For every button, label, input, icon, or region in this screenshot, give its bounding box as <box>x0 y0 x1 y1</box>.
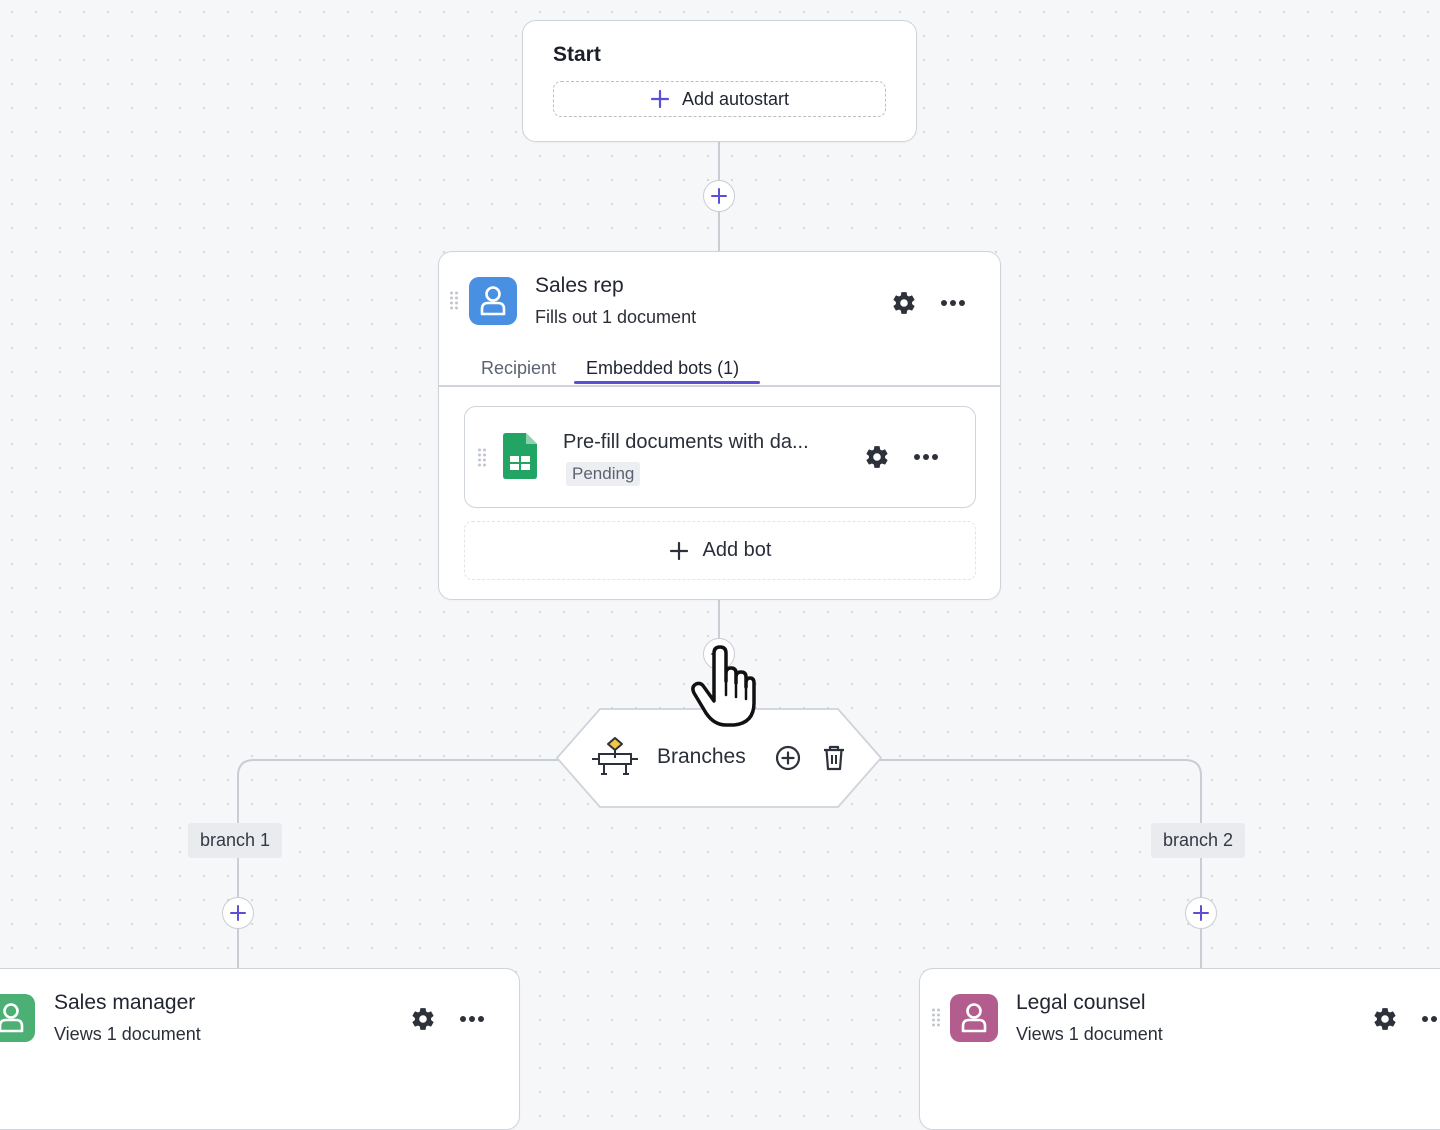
recipient-name: Sales manager <box>54 991 196 1014</box>
person-icon <box>480 286 506 316</box>
avatar <box>950 994 998 1042</box>
more-horizontal-icon <box>1422 1016 1437 1022</box>
tabs-divider <box>439 385 1000 387</box>
more-horizontal-icon <box>460 1016 484 1022</box>
recipient-name: Sales rep <box>535 274 624 297</box>
add-autostart-label: Add autostart <box>681 88 790 109</box>
sales-rep-card[interactable]: Sales rep Fills out 1 document Recipient… <box>438 251 1001 600</box>
embedded-bot-card[interactable]: Pre-fill documents with da... Pending <box>464 406 976 508</box>
settings-button[interactable] <box>1370 1004 1400 1034</box>
settings-button[interactable] <box>408 1004 438 1034</box>
recipient-subtitle: Fills out 1 document <box>535 307 697 327</box>
plus-circle-icon <box>775 745 801 771</box>
branches-node-shape <box>556 708 882 808</box>
avatar <box>0 994 35 1042</box>
status-badge: Pending <box>566 462 641 486</box>
branch-label-1[interactable]: branch 1 <box>188 823 283 858</box>
bot-settings-button[interactable] <box>862 442 892 472</box>
tab-embedded-bots[interactable]: Embedded bots (1) <box>586 358 740 378</box>
recipient-subtitle: Views 1 document <box>54 1024 201 1044</box>
plus-icon <box>650 89 670 109</box>
bot-title: Pre-fill documents with da... <box>563 431 809 453</box>
avatar <box>469 277 517 325</box>
start-title: Start <box>553 43 601 66</box>
add-autostart-button[interactable]: Add autostart <box>553 81 886 117</box>
add-step-button[interactable] <box>222 897 254 929</box>
add-branch-button[interactable] <box>774 744 802 772</box>
drag-handle-icon[interactable] <box>477 447 487 467</box>
branch-label-2[interactable]: branch 2 <box>1151 823 1246 858</box>
settings-button[interactable] <box>889 288 919 318</box>
branch-lines <box>237 759 1202 968</box>
hand-pointer-icon <box>691 645 756 727</box>
start-card[interactable]: Start Add autostart <box>522 20 917 142</box>
more-horizontal-icon <box>914 454 938 460</box>
more-button[interactable] <box>935 288 971 318</box>
trash-icon <box>824 745 844 771</box>
person-icon <box>0 1003 24 1033</box>
drag-handle-icon[interactable] <box>931 1007 941 1027</box>
active-tab-indicator <box>574 381 760 384</box>
add-bot-button[interactable]: Add bot <box>464 521 976 580</box>
plus-icon <box>230 905 246 921</box>
plus-icon <box>1193 905 1209 921</box>
plus-icon <box>669 541 689 561</box>
gear-icon <box>893 292 915 314</box>
google-sheets-icon <box>503 433 537 479</box>
drag-handle-icon[interactable] <box>449 290 459 310</box>
recipient-name: Legal counsel <box>1016 991 1146 1014</box>
gear-icon <box>1374 1008 1396 1030</box>
gear-icon <box>866 446 888 468</box>
branches-label: Branches <box>657 745 746 768</box>
delete-branches-button[interactable] <box>820 744 848 772</box>
gear-icon <box>412 1008 434 1030</box>
branches-node[interactable]: Branches <box>554 708 884 808</box>
branches-icon <box>592 737 638 775</box>
sales-manager-card[interactable]: Sales manager Views 1 document <box>0 968 520 1130</box>
plus-icon <box>711 188 727 204</box>
bot-more-button[interactable] <box>908 442 944 472</box>
recipient-subtitle: Views 1 document <box>1016 1024 1163 1044</box>
more-button[interactable] <box>1416 1004 1440 1034</box>
person-icon <box>961 1003 987 1033</box>
more-horizontal-icon <box>941 300 965 306</box>
legal-counsel-card[interactable]: Legal counsel Views 1 document <box>919 968 1440 1130</box>
add-bot-label: Add bot <box>702 539 772 561</box>
add-step-button[interactable] <box>1185 897 1217 929</box>
add-step-button[interactable] <box>703 180 735 212</box>
tab-recipient[interactable]: Recipient <box>481 358 557 378</box>
more-button[interactable] <box>454 1004 490 1034</box>
